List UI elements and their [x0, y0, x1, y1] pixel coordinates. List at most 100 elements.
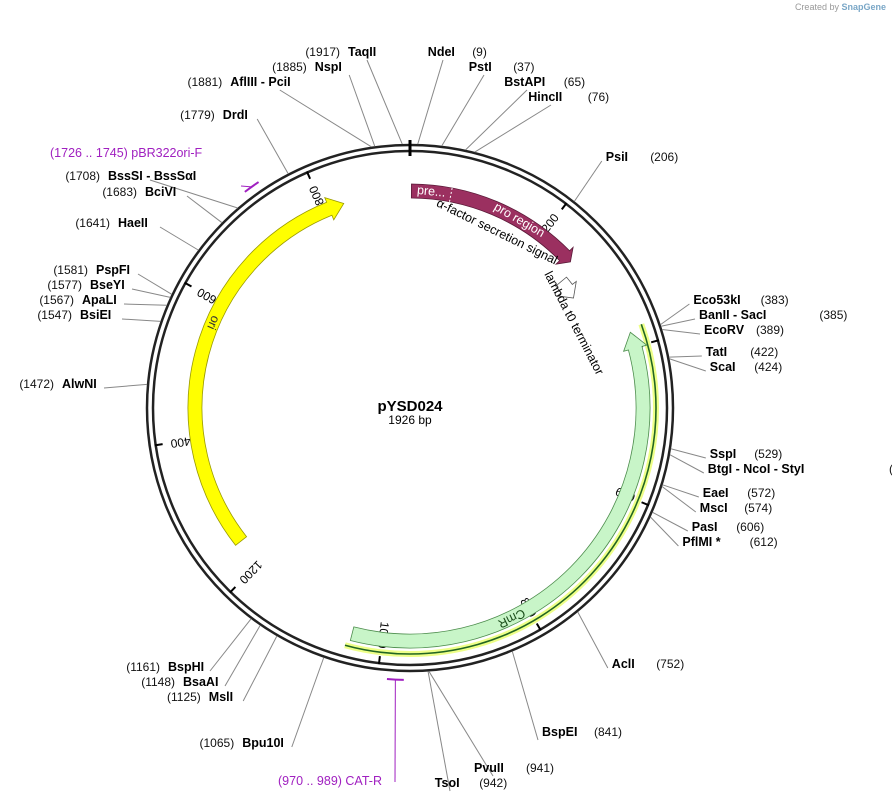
tick-mark	[305, 171, 312, 180]
tick-mark	[184, 281, 192, 288]
site-label: TsoI	[435, 776, 460, 790]
site-label: NspI	[315, 60, 342, 74]
enzyme-name: Bpu10I	[242, 736, 284, 750]
primers: (1726 .. 1745) pBR322ori-F (970 .. 989) C…	[50, 146, 404, 788]
site-label: BtgI - NcoI - StyI	[708, 462, 805, 476]
enzyme-name: BciVI	[145, 185, 176, 199]
site-position: (1779)	[180, 108, 215, 122]
primer-label: (970 .. 989) CAT-R	[278, 774, 382, 788]
enzyme-name: BssSI - BssSαI	[108, 169, 196, 183]
enzyme-name: TaqII	[348, 45, 376, 59]
tick-mark	[650, 339, 660, 344]
enzyme-name: MscI	[700, 501, 728, 515]
enzyme-name: BspEI	[542, 725, 577, 739]
site-position: (574)	[744, 501, 772, 515]
enzyme-name: ScaI	[710, 360, 736, 374]
site-position: (9)	[472, 45, 487, 59]
site-position: (1567)	[39, 293, 74, 307]
site-position: (612)	[750, 535, 778, 549]
site-position: (752)	[656, 657, 684, 671]
site-position: (206)	[650, 150, 678, 164]
pre-region-label: pre...	[416, 183, 446, 200]
site-label: NdeI	[428, 45, 455, 59]
site-position: (941)	[526, 761, 554, 775]
site-leader-line	[661, 486, 697, 513]
site-leader-line	[224, 625, 261, 687]
snapgene-credit: Created by SnapGene	[795, 2, 886, 12]
site-leader-line	[441, 74, 485, 147]
site-leader-line	[279, 89, 372, 148]
enzyme-name: PflMI *	[682, 535, 720, 549]
plasmid-name: pYSD024	[377, 398, 443, 415]
site-label: BsiEI	[80, 308, 111, 322]
site-label: AlwNI	[62, 377, 97, 391]
enzyme-name: ApaLI	[82, 293, 117, 307]
site-position: (529)	[754, 447, 782, 461]
site-leader-line	[652, 511, 689, 532]
site-position: (606)	[736, 520, 764, 534]
site-leader-line	[186, 195, 223, 224]
cmr-arrow	[349, 331, 651, 649]
plasmid-length: 1926 bp	[388, 413, 432, 427]
site-position: (385)	[819, 308, 847, 322]
site-label: BssSI - BssSαI	[108, 169, 196, 183]
primer-label: (1726 .. 1745) pBR322ori-F	[50, 146, 203, 160]
site-position: (383)	[761, 293, 789, 307]
site-position: (572)	[747, 486, 775, 500]
site-position: (1472)	[19, 377, 54, 391]
site-position: (422)	[750, 345, 778, 359]
enzyme-name: AlwNI	[62, 377, 97, 391]
credit-prefix: Created by	[794, 2, 839, 12]
site-leader-line	[159, 226, 199, 251]
site-position: (1577)	[47, 278, 82, 292]
ori-label: ori	[204, 314, 222, 332]
primer-leader-line	[240, 185, 252, 188]
site-leader-line	[662, 484, 699, 498]
site-leader-line	[662, 329, 701, 335]
enzyme-name: DrdI	[223, 108, 248, 122]
site-leader-line	[242, 635, 278, 702]
enzyme-name: EaeI	[703, 486, 729, 500]
site-position: (1917)	[305, 45, 340, 59]
site-label: PsiI	[606, 150, 628, 164]
enzyme-name: HincII	[528, 90, 562, 104]
site-label: DrdI	[223, 108, 248, 122]
site-position: (841)	[594, 725, 622, 739]
site-leader-line	[669, 355, 702, 358]
enzyme-name: AclI	[612, 657, 635, 671]
site-leader-line	[291, 657, 325, 748]
enzyme-name: NspI	[315, 60, 342, 74]
site-position: (1683)	[102, 185, 137, 199]
enzyme-name: PasI	[692, 520, 718, 534]
site-label: PstI	[469, 60, 492, 74]
primer-arc	[386, 678, 404, 681]
tick-mark	[377, 656, 381, 665]
site-leader-line	[670, 448, 706, 459]
site-leader-line	[573, 160, 603, 202]
site-label: PspFI	[96, 263, 130, 277]
restriction-sites: TaqII(1917)NspI(1885)AflIII - PciI(1881)…	[19, 45, 892, 792]
site-leader-line	[417, 59, 444, 145]
enzyme-name: BseYI	[90, 278, 125, 292]
site-leader-line	[474, 104, 552, 153]
lambda-terminator-arrow	[555, 276, 577, 299]
backbone-ring	[145, 140, 675, 673]
site-label: EaeI	[703, 486, 729, 500]
enzyme-name: TatI	[706, 345, 727, 359]
tick-mark	[154, 443, 163, 447]
site-label: EcoRV	[704, 323, 745, 337]
site-leader-line	[660, 318, 696, 327]
site-label: TatI	[706, 345, 727, 359]
tick-mark	[229, 586, 237, 594]
site-position: (1885)	[272, 60, 307, 74]
cmr-highlight-line	[344, 323, 657, 655]
enzyme-name: BtgI - NcoI - StyI	[708, 462, 805, 476]
enzyme-name: PvuII	[474, 761, 504, 775]
enzyme-name: BstAPI	[504, 75, 545, 89]
site-label: AclI	[612, 657, 635, 671]
site-position: (1148)	[141, 675, 175, 689]
site-label: PflMI *	[682, 535, 720, 549]
site-label: PasI	[692, 520, 718, 534]
